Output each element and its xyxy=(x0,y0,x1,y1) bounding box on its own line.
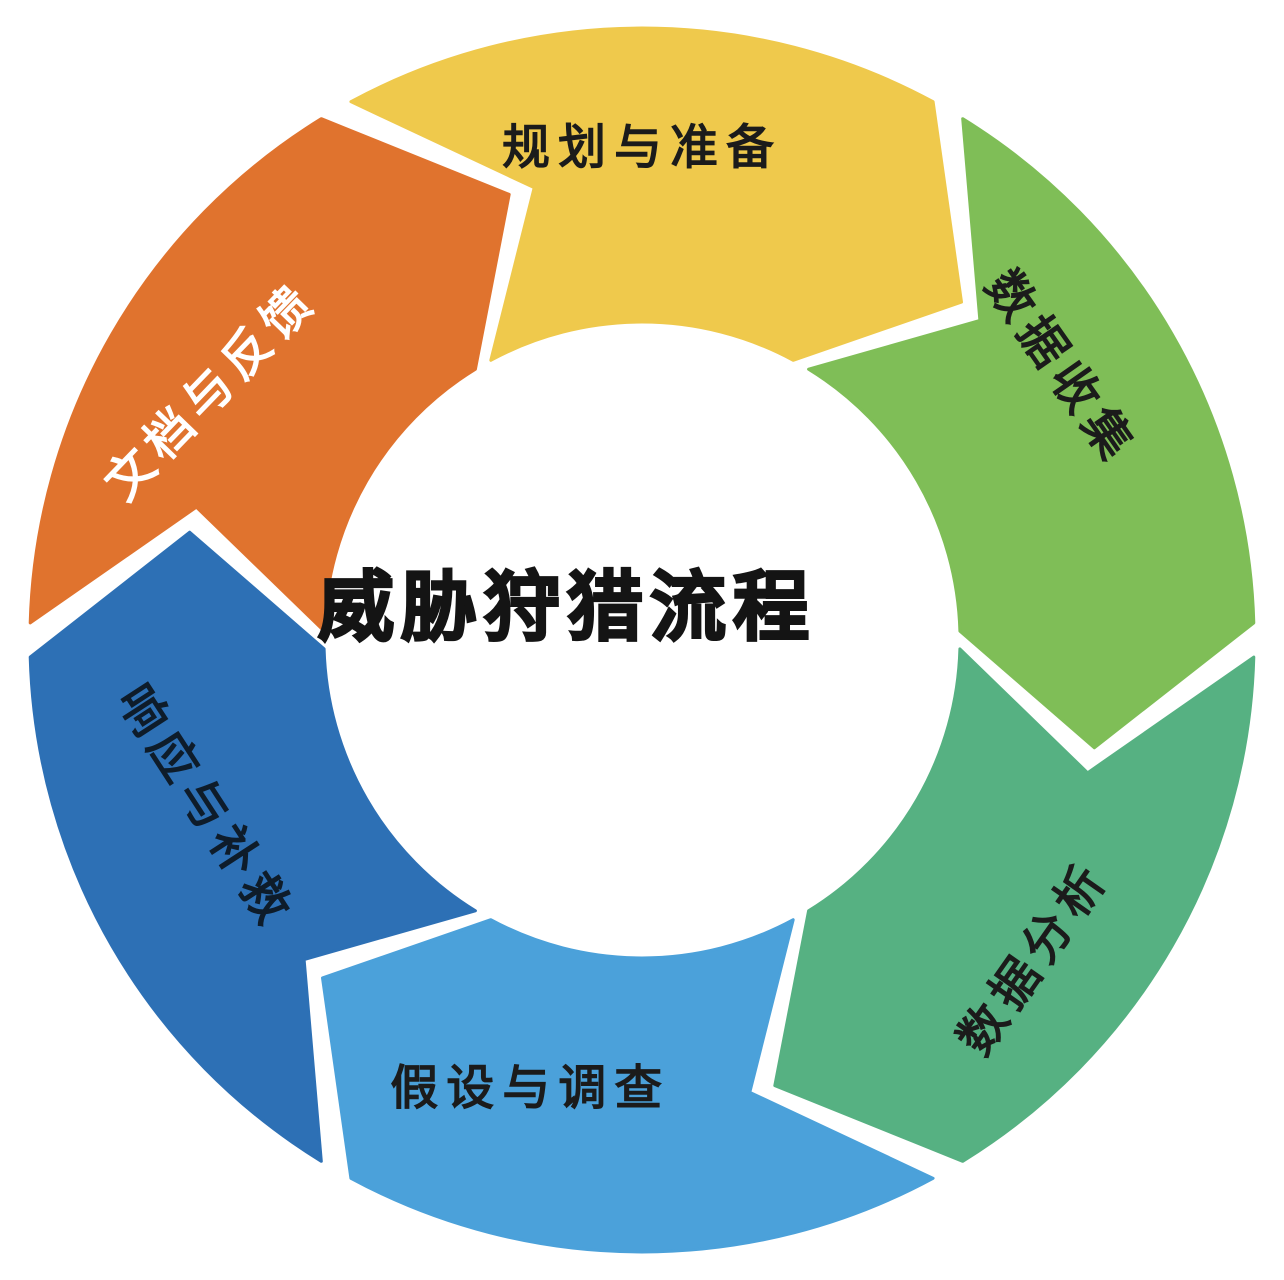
segment-documentation-feedback xyxy=(28,117,511,633)
segment-label-planning-preparation: 规划与准备 xyxy=(502,122,782,175)
segment-label-hypothesis-investigation: 假设与调查 xyxy=(390,1062,670,1115)
segment-hypothesis-investigation xyxy=(321,918,935,1254)
segment-planning-preparation xyxy=(349,26,963,362)
segment-response-remediation xyxy=(28,530,477,1163)
cycle-ring xyxy=(28,26,1256,1254)
diagram-title: 威胁狩猎流程 xyxy=(318,566,816,651)
segment-data-collection xyxy=(807,117,1256,750)
segment-data-analysis xyxy=(773,647,1256,1163)
